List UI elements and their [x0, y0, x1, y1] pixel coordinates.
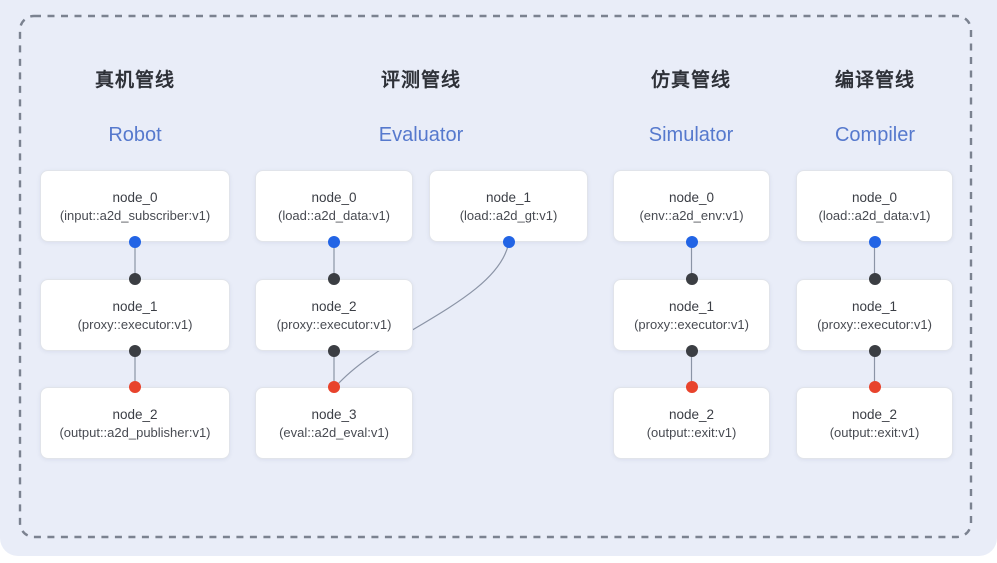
pipeline-title-en-robot: Robot: [108, 124, 162, 146]
port-dot-red: [328, 381, 340, 393]
node-type: (proxy::executor:v1): [276, 316, 392, 332]
node-title: node_2: [311, 298, 357, 314]
node-evaluator-node0: node_0 (load::a2d_data:v1): [255, 170, 413, 242]
port-dot-red: [129, 381, 141, 393]
node-simulator-node0: node_0 (env::a2d_env:v1): [613, 170, 770, 242]
pipeline-title-zh-robot: 真机管线: [94, 70, 175, 91]
node-title: node_1: [851, 298, 898, 314]
node-simulator-node2: node_2 (output::exit:v1): [613, 387, 770, 459]
edge-evaluator-n1-n3: [337, 243, 510, 385]
node-evaluator-node2: node_2 (proxy::executor:v1): [255, 279, 413, 351]
pipeline-title-en-compiler: Compiler: [834, 124, 916, 146]
node-type: (output::exit:v1): [646, 424, 737, 440]
pipeline-title-en-simulator: Simulator: [648, 124, 734, 146]
port-dot-blue: [502, 236, 515, 248]
node-robot-node0: node_0 (input::a2d_subscriber:v1): [40, 170, 230, 242]
port-dot-blue: [129, 236, 141, 248]
node-type: (output::exit:v1): [829, 424, 920, 440]
pipeline-title-zh-simulator: 仿真管线: [650, 70, 731, 91]
node-compiler-node2: node_2 (output::exit:v1): [796, 387, 953, 459]
port-dot-blue: [868, 236, 881, 248]
node-type: (input::a2d_subscriber:v1): [59, 207, 211, 223]
node-type: (proxy::executor:v1): [77, 316, 193, 332]
node-title: node_0: [851, 189, 898, 205]
node-type: (load::a2d_data:v1): [818, 207, 931, 223]
node-evaluator-node3: node_3 (eval::a2d_eval:v1): [255, 387, 413, 459]
node-type: (output::a2d_publisher:v1): [59, 424, 211, 440]
port-dot-black: [129, 345, 141, 357]
node-title: node_1: [485, 189, 532, 205]
node-title: node_3: [311, 406, 357, 422]
port-dot-black: [129, 273, 141, 285]
port-dot-blue: [685, 236, 698, 248]
node-compiler-node1: node_1 (proxy::executor:v1): [796, 279, 953, 351]
node-robot-node1: node_1 (proxy::executor:v1): [40, 279, 230, 351]
port-dot-blue: [328, 236, 340, 248]
node-type: (proxy::executor:v1): [634, 316, 749, 332]
node-type: (load::a2d_data:v1): [277, 207, 391, 223]
node-title: node_2: [112, 406, 158, 422]
pipeline-title-zh-compiler: 编译管线: [834, 70, 915, 91]
port-dot-black: [328, 273, 340, 285]
pipeline-title-en-evaluator: Evaluator: [378, 124, 464, 146]
node-title: node_0: [668, 189, 715, 205]
node-title: node_2: [851, 406, 898, 422]
port-dot-black: [868, 345, 881, 357]
port-dot-black: [685, 345, 698, 357]
node-title: node_0: [311, 189, 357, 205]
dashed-border: [18, 14, 973, 539]
port-dot-black: [685, 273, 698, 285]
node-type: (load::a2d_gt:v1): [459, 207, 558, 223]
node-type: (env::a2d_env:v1): [639, 207, 744, 223]
port-dot-red: [868, 381, 881, 393]
node-title: node_0: [112, 189, 158, 205]
port-dot-red: [685, 381, 698, 393]
node-title: node_1: [668, 298, 715, 314]
node-title: node_1: [112, 298, 158, 314]
node-compiler-node0: node_0 (load::a2d_data:v1): [796, 170, 953, 242]
port-dot-black: [328, 345, 340, 357]
node-type: (eval::a2d_eval:v1): [279, 424, 389, 440]
node-evaluator-node1: node_1 (load::a2d_gt:v1): [429, 170, 588, 242]
port-dot-black: [868, 273, 881, 285]
node-type: (proxy::executor:v1): [817, 316, 932, 332]
pipeline-title-zh-evaluator: 评测管线: [380, 70, 461, 91]
node-title: node_2: [668, 406, 715, 422]
node-robot-node2: node_2 (output::a2d_publisher:v1): [40, 387, 230, 459]
node-simulator-node1: node_1 (proxy::executor:v1): [613, 279, 770, 351]
